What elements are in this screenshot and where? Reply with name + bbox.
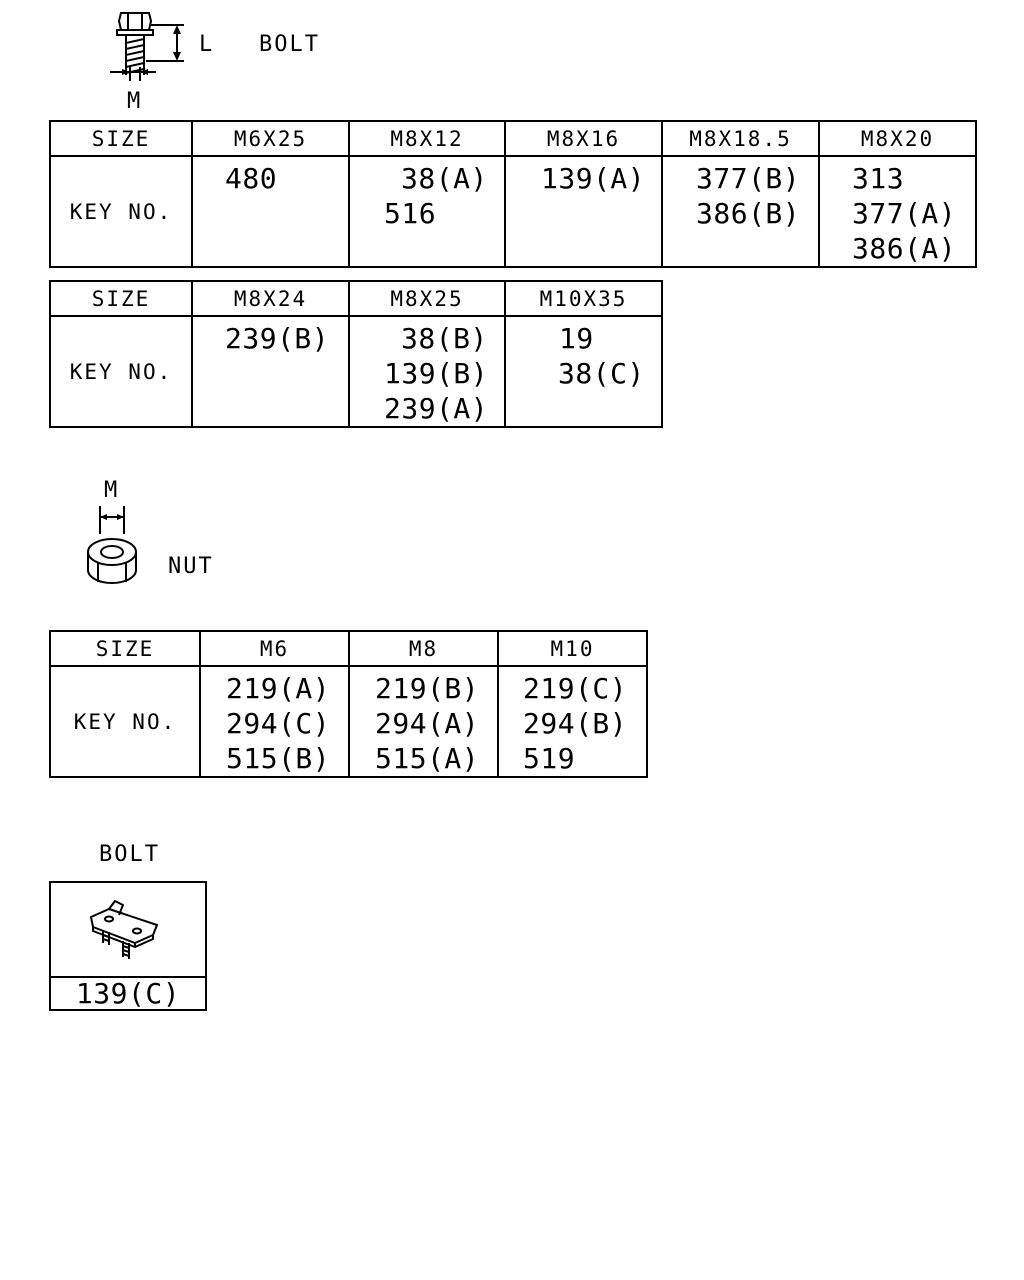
key-cell: 38(A) 516 [348,155,506,268]
key-no-header: KEY NO. [49,665,201,778]
key-number: 219(A) [226,672,331,705]
special-bolt-key: 139(C) [75,977,181,1010]
key-cell: 480 [191,155,350,268]
size-cell: M8 [348,630,499,667]
key-cell: 377(B) 386(B) [661,155,820,268]
key-number: 519 [523,742,576,775]
key-number: 139(B) [384,357,489,390]
size-header: SIZE [49,120,193,157]
bracket-bolt-icon [90,900,158,959]
bolt-legend-title: BOLT [259,32,320,57]
bolt-diagram-icon [110,12,184,81]
key-no-header: KEY NO. [49,155,193,268]
size-cell: M8X20 [818,120,977,157]
size-cell: M10X35 [504,280,663,317]
size-cell: M8X12 [348,120,506,157]
key-cell: 19 38(C) [504,315,663,428]
special-bolt-box: 139(C) [49,881,207,1011]
size-cell: M10 [497,630,648,667]
key-cell: 239(B) [191,315,350,428]
key-number: 19 [559,322,594,355]
size-header: SIZE [49,280,193,317]
nut-diameter-label: M [104,478,120,503]
key-cell: 313 377(A) 386(A) [818,155,977,268]
key-number: 313 [852,162,905,195]
key-number: 480 [225,162,278,195]
key-cell: 219(A) 294(C) 515(B) [199,665,350,778]
key-number: 239(B) [225,322,330,355]
key-number: 38(A) [401,162,488,195]
key-number: 219(B) [375,672,480,705]
nut-legend-title: NUT [168,554,214,579]
size-cell: M6X25 [191,120,350,157]
key-cell: 38(B) 139(B) 239(A) [348,315,506,428]
key-number: 515(A) [375,742,480,775]
key-cell: 219(C) 294(B) 519 [497,665,648,778]
key-number: 139(A) [541,162,646,195]
size-cell: M8X16 [504,120,663,157]
key-no-header: KEY NO. [49,315,193,428]
bolt-diameter-label: M [127,89,143,114]
key-number: 38(B) [401,322,488,355]
key-number: 515(B) [226,742,331,775]
size-cell: M6 [199,630,350,667]
bolt-size-table-2: SIZE M8X24 M8X25 M10X35 KEY NO. 239(B) 3… [49,280,663,428]
bolt-size-table-1: SIZE M6X25 M8X12 M8X16 M8X18.5 M8X20 KEY… [49,120,977,268]
key-number: 294(A) [375,707,480,740]
key-number: 516 [384,197,437,230]
key-number: 386(B) [696,197,801,230]
size-cell: M8X18.5 [661,120,820,157]
key-number: 386(A) [852,232,957,265]
size-cell: M8X25 [348,280,506,317]
special-bolt-title: BOLT [99,842,160,867]
key-number: 294(B) [523,707,628,740]
size-cell: M8X24 [191,280,350,317]
size-header: SIZE [49,630,201,667]
key-cell: 139(A) [504,155,663,268]
special-bolt-image-cell [51,883,205,978]
key-number: 377(A) [852,197,957,230]
key-cell: 219(B) 294(A) 515(A) [348,665,499,778]
nut-size-table: SIZE M6 M8 M10 KEY NO. 219(A) 294(C) 515… [49,630,648,778]
key-number: 239(A) [384,392,489,425]
bolt-length-label: L [199,32,215,57]
key-number: 377(B) [696,162,801,195]
key-number: 294(C) [226,707,331,740]
key-number: 219(C) [523,672,628,705]
nut-diagram-icon [87,506,137,584]
key-number: 38(C) [558,357,645,390]
